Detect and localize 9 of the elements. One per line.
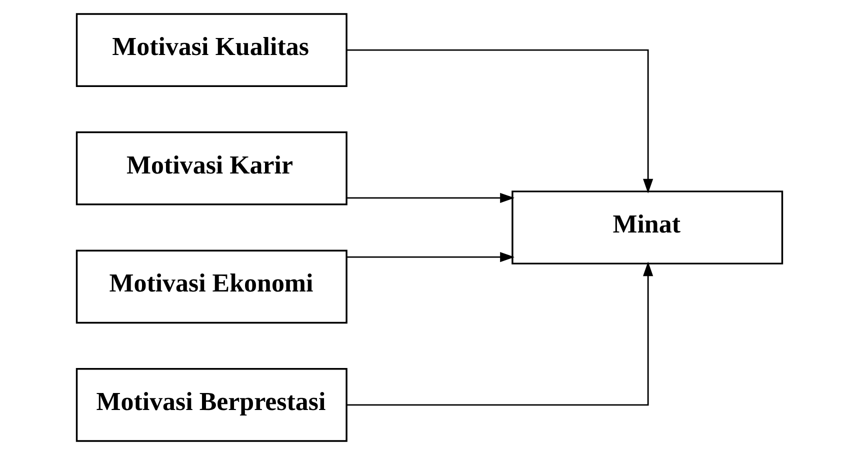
node-box: Motivasi Kualitas (75, 13, 347, 87)
node-box: Motivasi Berprestasi (75, 368, 347, 442)
node-box: Motivasi Karir (75, 131, 347, 206)
node-box: Motivasi Ekonomi (75, 250, 347, 324)
arrow (346, 252, 514, 262)
node-box: Minat (511, 190, 783, 264)
arrow (346, 49, 653, 194)
arrow (346, 192, 514, 203)
arrow (346, 262, 653, 406)
